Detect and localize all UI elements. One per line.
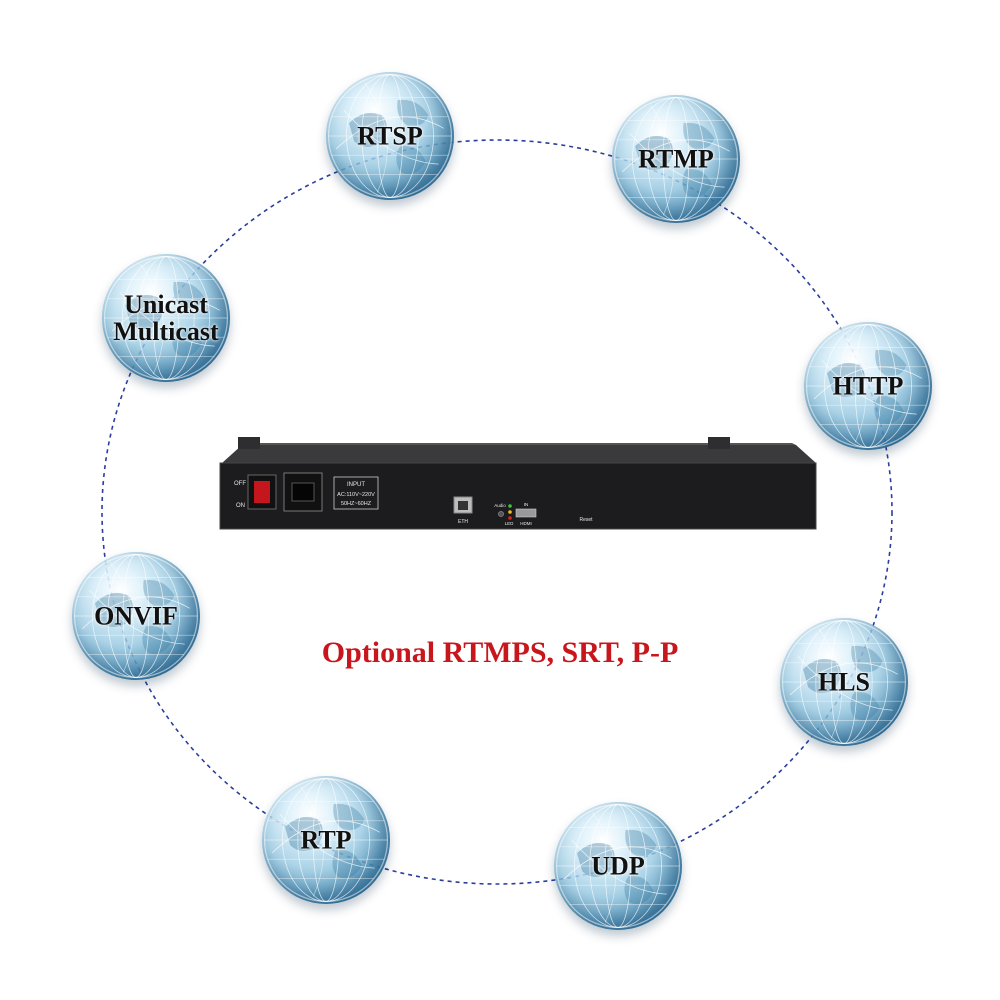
optional-protocols-caption: Optional RTMPS, SRT, P-P [321, 636, 679, 669]
protocol-label: RTSP [357, 121, 423, 151]
globe-hls: HLS [780, 618, 908, 746]
globe-icon [555, 803, 681, 929]
globe-icon [805, 323, 931, 449]
globe-rtsp: RTSP [326, 72, 454, 200]
led-label: LED [505, 521, 515, 526]
protocol-label: RTP [300, 825, 352, 855]
hdmi-label: HDMI [520, 521, 532, 526]
globe-udp: UDP [554, 802, 682, 930]
protocol-label: HTTP [832, 371, 904, 401]
globe-rtp: RTP [262, 776, 390, 904]
input-title: INPUT [347, 482, 365, 488]
protocol-label: ONVIF [94, 601, 178, 631]
switch-on-label: ON [236, 503, 245, 509]
globe-icon [613, 96, 739, 222]
globe-rtmp: RTMP [612, 95, 740, 223]
protocol-label: UDP [591, 851, 645, 881]
audio-label: Audio [494, 503, 506, 508]
reset-label: Reset [579, 517, 593, 523]
protocol-label: RTMP [638, 144, 714, 174]
eth-label: ETH [458, 519, 468, 525]
globe-icon [103, 255, 229, 381]
switch-off-label: OFF [234, 481, 246, 487]
globe-unicast-multicast: Unicast Multicast [102, 254, 230, 382]
globe-icon [263, 777, 389, 903]
globe-onvif: ONVIF [72, 552, 200, 680]
hdmi-in-label: IN [524, 502, 529, 507]
input-voltage: AC:110V~220V [337, 492, 375, 498]
protocol-label: Unicast Multicast [113, 290, 219, 346]
encoder-device: OFF ON INPUT AC:110V~220V 50HZ~60HZ ETH … [219, 437, 817, 530]
globe-icon [73, 553, 199, 679]
globe-http: HTTP [804, 322, 932, 450]
input-frequency: 50HZ~60HZ [341, 501, 372, 507]
protocol-label: HLS [817, 667, 871, 697]
globe-icon [781, 619, 907, 745]
globe-icon [327, 73, 453, 199]
